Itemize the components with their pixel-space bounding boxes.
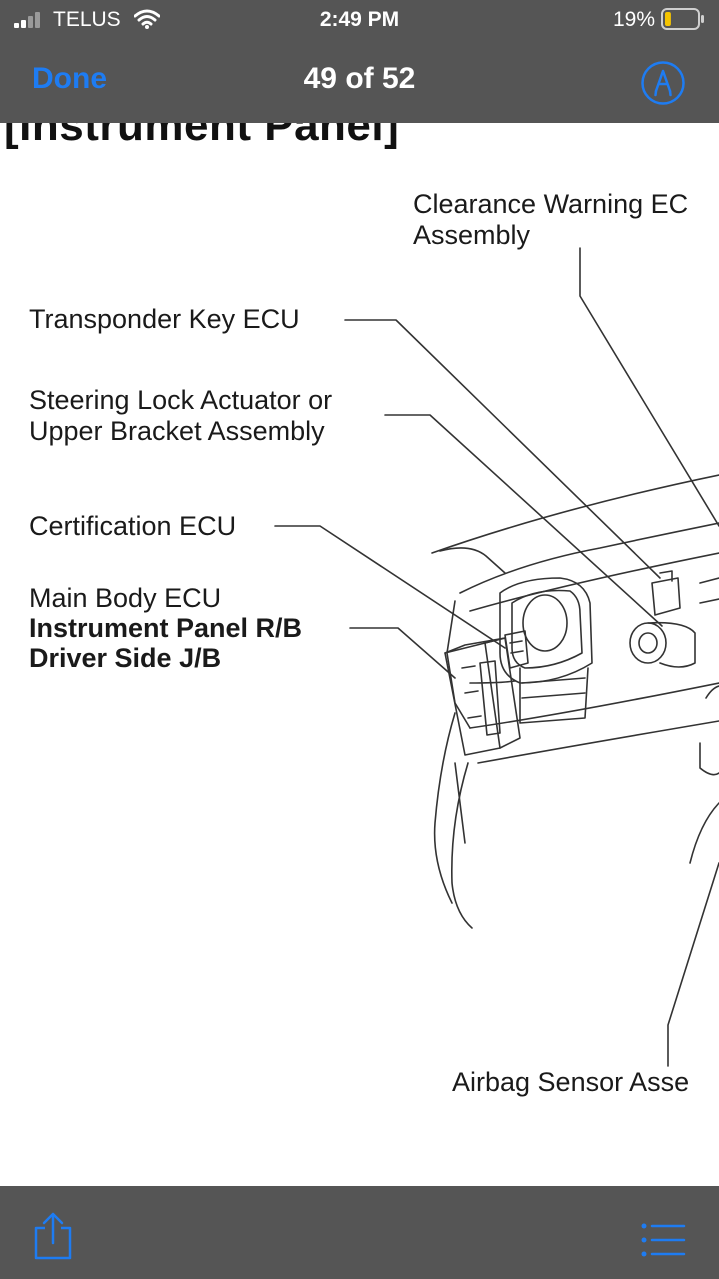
done-button[interactable]: Done	[32, 62, 107, 95]
battery-percent: 19%	[613, 8, 656, 31]
share-icon[interactable]	[30, 1212, 76, 1260]
battery-icon	[661, 8, 704, 30]
bottom-toolbar	[0, 1186, 719, 1279]
document-title: [Instrument Panel]	[4, 123, 400, 150]
list-icon[interactable]	[640, 1222, 686, 1258]
label-transponder-key-ecu: Transponder Key ECU	[29, 304, 300, 334]
document-page[interactable]: [Instrument Panel]	[0, 123, 719, 1186]
nav-bar: Done 49 of 52	[0, 40, 719, 123]
wifi-icon	[134, 9, 160, 29]
label-clearance-warning: Clearance Warning EC Assembly	[413, 189, 689, 250]
label-airbag-sensor: Airbag Sensor Asse	[452, 1067, 690, 1097]
signal-icon	[14, 12, 46, 28]
label-driver-side-jb: Driver Side J/B	[29, 643, 222, 673]
page-counter: 49 of 52	[303, 62, 416, 95]
label-certification-ecu: Certification ECU	[29, 511, 237, 541]
status-bar: TELUS 2:49 PM 19%	[0, 0, 719, 40]
carrier-name: TELUS	[53, 8, 121, 31]
markup-pen-icon[interactable]	[640, 60, 686, 106]
label-steering-lock-actuator: Steering Lock Actuator or Upper Bracket …	[29, 385, 333, 446]
instrument-panel-diagram	[274, 247, 719, 1067]
label-main-body-ecu: Main Body ECU	[29, 583, 222, 613]
status-time: 2:49 PM	[319, 8, 400, 31]
top-bar: TELUS 2:49 PM 19% Done 49 of 52	[0, 0, 719, 123]
label-instrument-panel-rb: Instrument Panel R/B	[29, 613, 303, 643]
